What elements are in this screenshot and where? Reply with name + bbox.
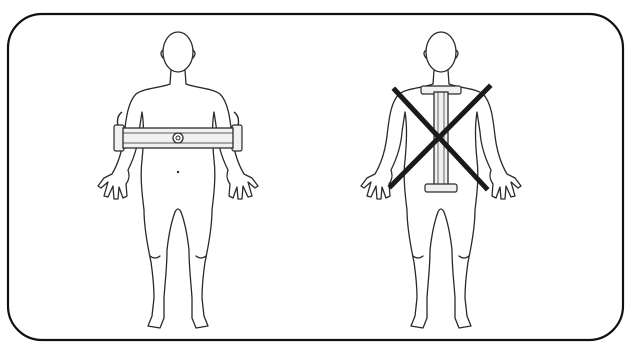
panel-frame <box>8 14 623 340</box>
strap-bottom-clip <box>425 184 457 192</box>
strap-buckle <box>173 133 183 143</box>
navel-mark <box>177 171 179 173</box>
